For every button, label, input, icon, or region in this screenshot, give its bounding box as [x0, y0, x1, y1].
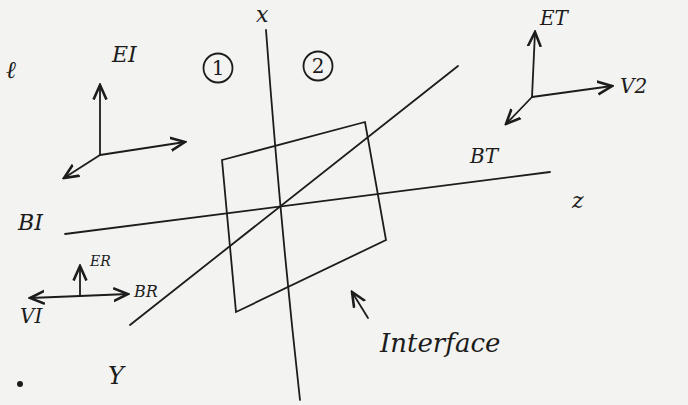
- transmitted-velocity: [532, 86, 612, 97]
- velocity-label: VI: [20, 306, 42, 326]
- z-axis: [65, 172, 550, 234]
- axis-label: Y: [108, 364, 124, 388]
- axis-label: z: [572, 190, 584, 212]
- reflected-velocity: [30, 296, 80, 298]
- incident-e-vector: [99, 85, 101, 155]
- transmitted-b-vector: [506, 97, 532, 124]
- field-label: ER: [90, 254, 111, 268]
- incident-b-vector: [64, 155, 100, 178]
- x-axis: [266, 30, 300, 400]
- incident-velocity: [100, 142, 185, 155]
- field-label: BR: [134, 284, 158, 300]
- circled-number: 1: [202, 52, 234, 84]
- pointer-arrow: [352, 292, 368, 318]
- interface-plane: [222, 122, 386, 312]
- field-label: BI: [18, 212, 43, 234]
- annotation-label: Interface: [380, 330, 500, 356]
- transmitted-e-vector: [532, 32, 535, 97]
- reflected-e-vector: [79, 266, 81, 296]
- reflected-b-vector: [80, 294, 128, 296]
- ink-dot: [17, 381, 23, 387]
- circled-number: 2: [302, 50, 334, 82]
- field-label: EI: [112, 44, 137, 66]
- velocity-label: V2: [620, 76, 647, 96]
- field-label: ET: [540, 8, 568, 28]
- circle-number-text: 2: [302, 50, 334, 82]
- y-axis: [130, 66, 458, 325]
- cropped-letter: ℓ: [6, 58, 16, 82]
- axis-label: x: [256, 4, 268, 26]
- field-label: BT: [470, 146, 498, 166]
- circle-number-text: 1: [202, 52, 234, 84]
